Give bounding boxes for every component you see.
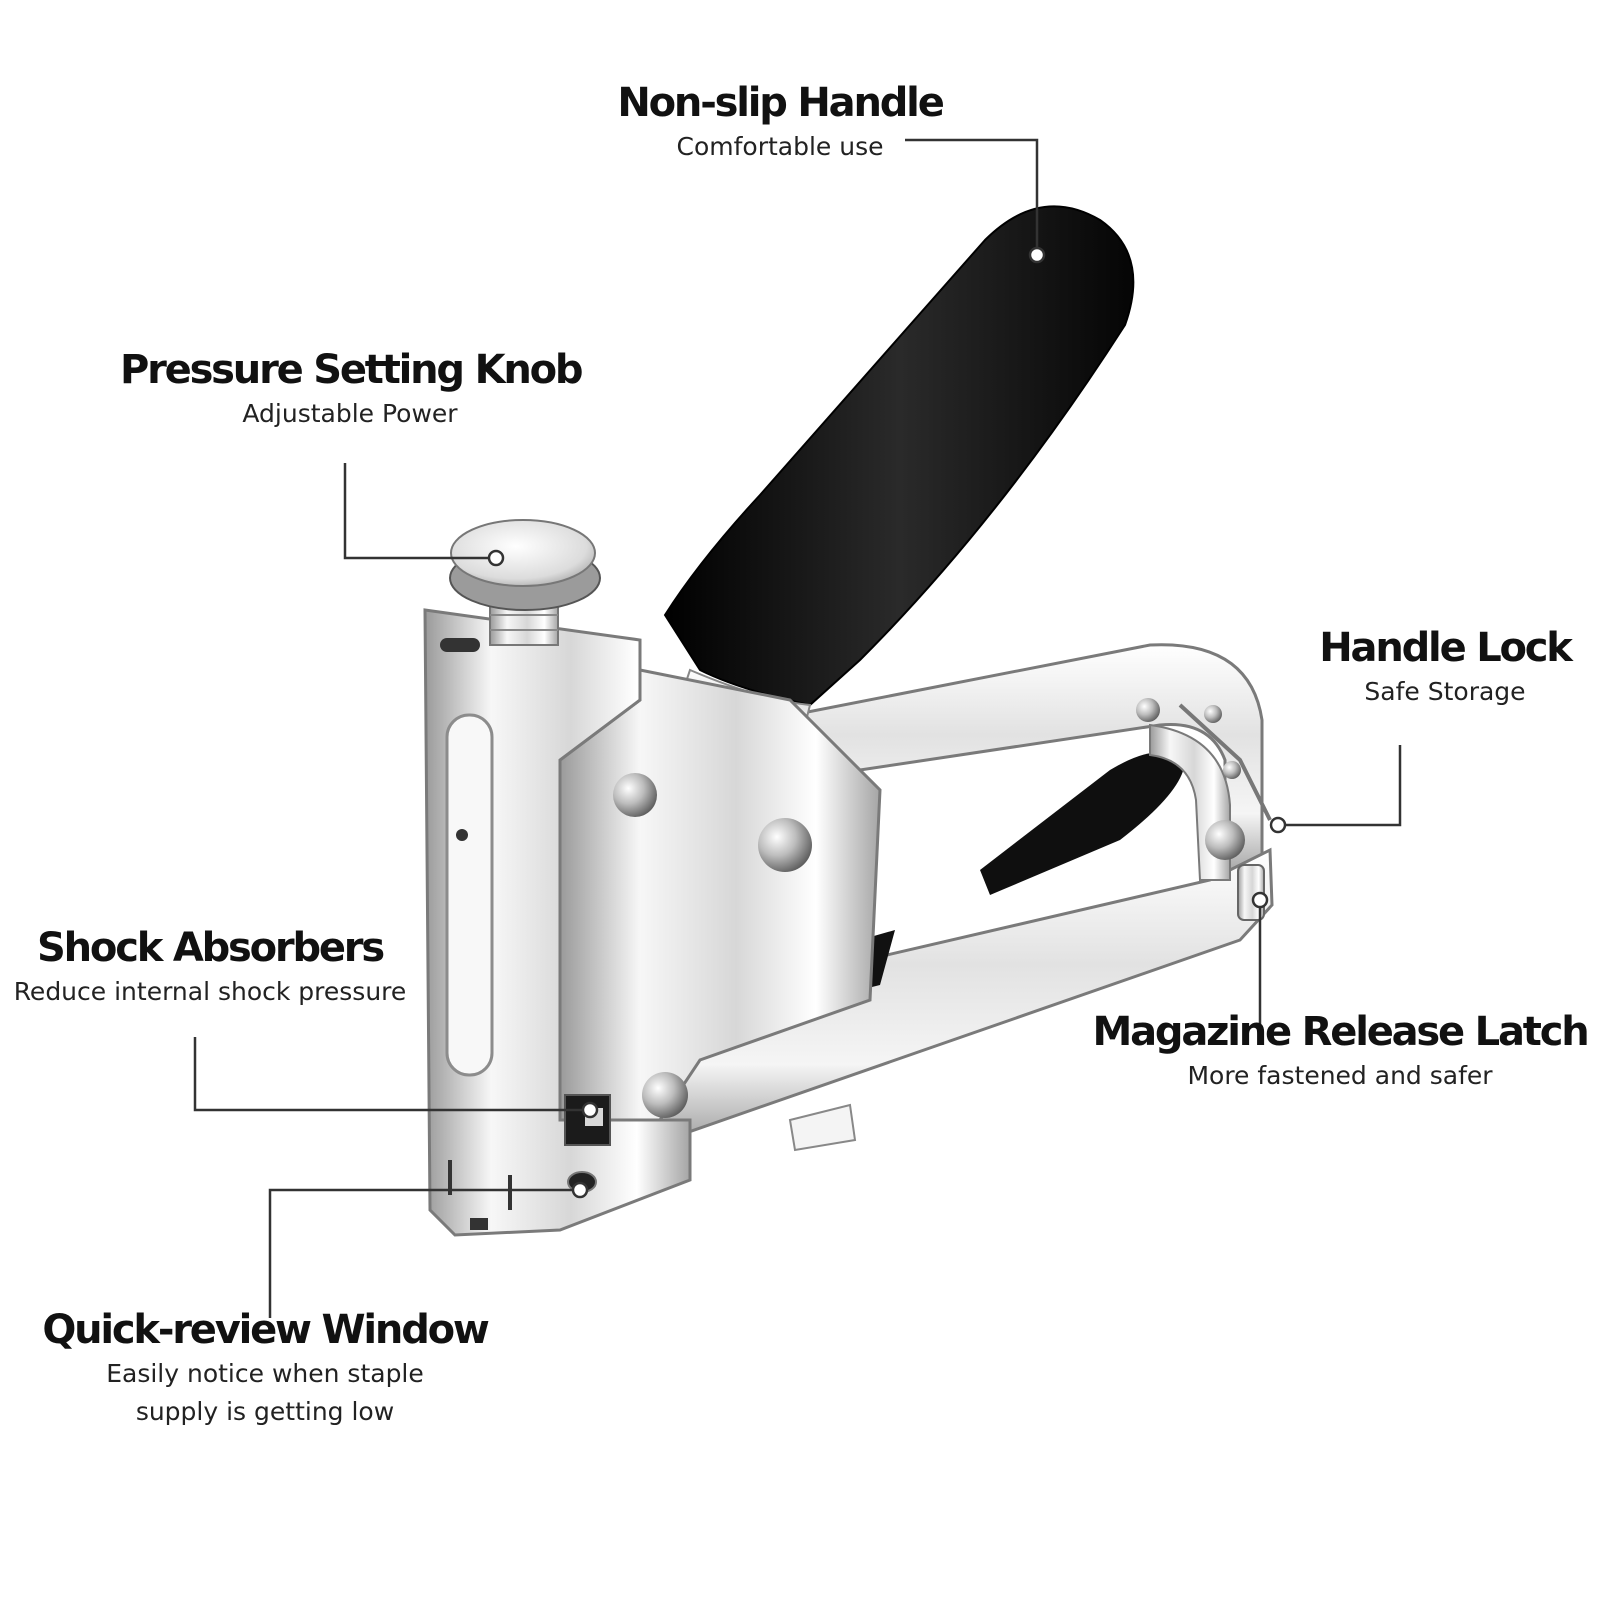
callout-quick-review-window: Quick-review Window Easily notice when s…	[30, 1307, 500, 1431]
leader-handle	[905, 138, 1039, 247]
rivet	[1223, 761, 1241, 779]
bottom-slot	[470, 1218, 488, 1230]
dot-shock	[581, 1101, 599, 1119]
callout-title: Non-slip Handle	[617, 80, 944, 126]
rivet	[1204, 705, 1222, 723]
callout-subtitle: Comfortable use	[676, 132, 884, 161]
rivet	[642, 1072, 688, 1118]
leader-dots	[487, 246, 1287, 1199]
leader-knob	[343, 463, 496, 560]
callout-title: Quick-review Window	[42, 1307, 490, 1353]
callout-subtitle: Safe Storage	[1364, 677, 1526, 706]
dot-window	[571, 1181, 589, 1199]
black-grip-handle	[663, 205, 1135, 707]
callout-subtitle-line2: supply is getting low	[135, 1397, 395, 1426]
callout-pressure-setting-knob: Pressure Setting Knob Adjustable Power	[120, 347, 584, 433]
callout-title: Handle Lock	[1319, 625, 1573, 671]
dot-knob	[487, 549, 505, 567]
staple-gun-illustration	[423, 205, 1274, 1237]
dot-latch	[1251, 891, 1269, 909]
front-hole	[456, 829, 468, 841]
callout-title: Shock Absorbers	[37, 925, 385, 971]
leader-lock	[1285, 745, 1402, 827]
dot-handle	[1028, 246, 1046, 264]
rivet	[1136, 698, 1160, 722]
dot-lock	[1269, 816, 1287, 834]
rear-grip-pad	[980, 752, 1185, 895]
callout-subtitle-line1: Easily notice when staple	[106, 1359, 424, 1388]
callout-title: Magazine Release Latch	[1092, 1009, 1590, 1055]
callout-handle-lock: Handle Lock Safe Storage	[1300, 625, 1590, 711]
front-slot	[445, 713, 494, 1077]
callout-title: Pressure Setting Knob	[120, 347, 584, 393]
callout-subtitle: Reduce internal shock pressure	[13, 977, 407, 1006]
handle-lock-wire	[1178, 703, 1272, 821]
leader-shock	[193, 1037, 583, 1112]
callout-non-slip-handle: Non-slip Handle Comfortable use	[580, 80, 980, 166]
magazine-top-arm	[689, 643, 1264, 872]
bottom-tab	[788, 1103, 857, 1152]
callout-subtitle: Adjustable Power	[242, 399, 458, 428]
top-slot	[440, 638, 480, 652]
leader-window	[268, 1188, 580, 1318]
callout-subtitle: More fastened and safer	[1187, 1061, 1493, 1090]
rivet	[613, 773, 657, 817]
rivet	[1205, 820, 1245, 860]
leader-lines	[193, 138, 1402, 1318]
callout-magazine-release-latch: Magazine Release Latch More fastened and…	[1090, 1009, 1590, 1095]
knob-top	[450, 519, 596, 587]
callout-shock-absorbers: Shock Absorbers Reduce internal shock pr…	[0, 925, 420, 1011]
rivet	[758, 818, 812, 872]
